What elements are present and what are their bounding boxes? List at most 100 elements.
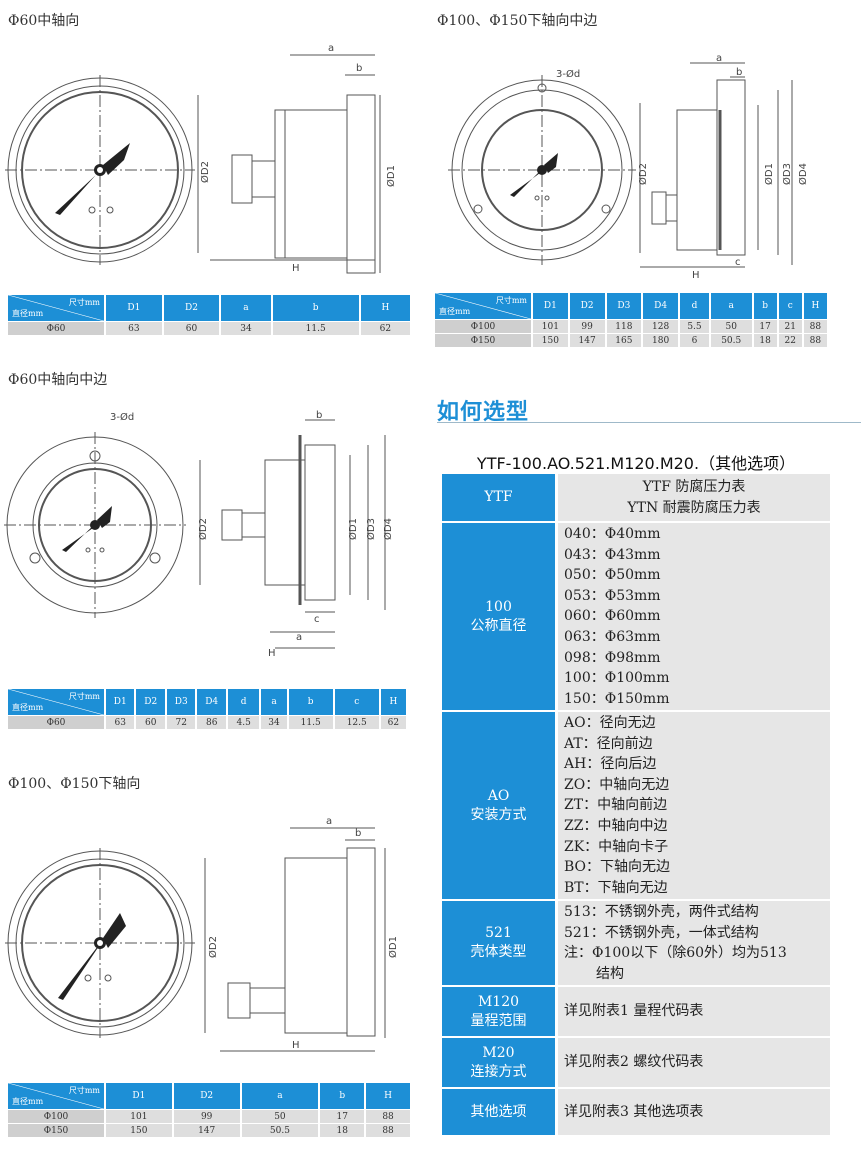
- holes-label: 3-Ød: [110, 411, 134, 423]
- column-header: D3: [606, 293, 642, 319]
- section-title-100-150-bottom-axial-center-flange: Φ100、Φ150下轴向中边: [437, 13, 598, 29]
- column-header: D2: [136, 689, 165, 715]
- selection-value: 详见附表1 量程代码表: [558, 987, 830, 1036]
- column-header: d: [227, 689, 260, 715]
- selection-key: YTF: [442, 474, 555, 521]
- selection-value: 详见附表3 其他选项表: [558, 1089, 830, 1135]
- column-header: a: [221, 295, 271, 321]
- column-header: D4: [643, 293, 678, 319]
- gauge-drawing-100-150-bottom-axial-center-flange: 3-Ød a b c H ØD2 ØD1 ØD3 ØD4: [448, 53, 809, 280]
- dim-a-label: a: [328, 43, 334, 54]
- dim-h-label: H: [692, 270, 700, 280]
- dim-d1-label: ØD1: [347, 518, 359, 540]
- column-header: H: [360, 295, 410, 321]
- section-title-60-center-axial-center-flange: Φ60中轴向中边: [8, 372, 108, 388]
- dim-a-label: a: [326, 816, 332, 827]
- column-header: b: [272, 295, 359, 321]
- column-header: H: [380, 689, 406, 715]
- selection-value: 详见附表2 螺纹代码表: [558, 1038, 830, 1087]
- dim-c-label: c: [735, 257, 741, 268]
- column-header: H: [803, 293, 827, 319]
- dim-b-label: b: [355, 828, 361, 839]
- dim-d3-label: ØD3: [365, 518, 377, 540]
- gauge-drawing-60-center-axial-center-flange: 3-Ød b c a H ØD2 ØD1 ØD3 ØD4: [4, 410, 394, 659]
- dim-d4-label: ØD4: [382, 518, 394, 540]
- dim-d1-label: ØD1: [387, 936, 399, 958]
- column-header: d: [680, 293, 709, 319]
- column-header: a: [241, 1083, 319, 1109]
- dim-b-label: b: [356, 63, 362, 74]
- dim-h-label: H: [292, 1040, 300, 1051]
- column-header: a: [261, 689, 287, 715]
- column-header: a: [710, 293, 752, 319]
- dim-c-label: c: [314, 614, 320, 625]
- dim-h-label: H: [268, 648, 276, 659]
- selection-key: 其他选项: [442, 1089, 555, 1135]
- gauge-drawing-60-center-axial: a b H ØD2 ØD1: [5, 43, 397, 274]
- column-header: D4: [197, 689, 226, 715]
- dim-a-label: a: [716, 53, 722, 64]
- dim-b-label: b: [736, 67, 742, 78]
- model-code: YTF-100.AO.521.M120.M20.（其他选项）: [476, 454, 796, 473]
- column-header: H: [366, 1083, 410, 1109]
- column-header: b: [753, 293, 777, 319]
- gauge-drawing-100-150-bottom-axial: a b H ØD2 ØD1: [5, 816, 399, 1052]
- column-header: c: [778, 293, 802, 319]
- column-header: b: [288, 689, 333, 715]
- section-title-60-center-axial: Φ60中轴向: [8, 13, 80, 29]
- dim-d1-label: ØD1: [385, 165, 397, 187]
- column-header: b: [320, 1083, 365, 1109]
- dim-b-label: b: [316, 410, 322, 421]
- column-header: D2: [569, 293, 605, 319]
- column-header: D3: [166, 689, 196, 715]
- dim-d2-label: ØD2: [207, 936, 219, 958]
- dim-d3-label: ØD3: [781, 163, 793, 185]
- column-header: D2: [163, 295, 220, 321]
- dim-h-label: H: [292, 263, 300, 274]
- dim-d1-label: ØD1: [763, 163, 775, 185]
- section-title-100-150-bottom-axial: Φ100、Φ150下轴向: [8, 776, 141, 792]
- holes-label: 3-Ød: [556, 68, 580, 80]
- dim-d2-label: ØD2: [199, 161, 211, 183]
- how-to-select-title: 如何选型: [437, 400, 530, 425]
- column-header: D1: [106, 1083, 172, 1109]
- dim-d2-label: ØD2: [197, 518, 209, 540]
- dim-d2-label: ØD2: [637, 163, 649, 185]
- column-header: D2: [173, 1083, 240, 1109]
- dim-d4-label: ØD4: [797, 163, 809, 185]
- column-header: D1: [106, 689, 135, 715]
- column-header: c: [334, 689, 379, 715]
- column-header: D1: [533, 293, 568, 319]
- column-header: D1: [106, 295, 162, 321]
